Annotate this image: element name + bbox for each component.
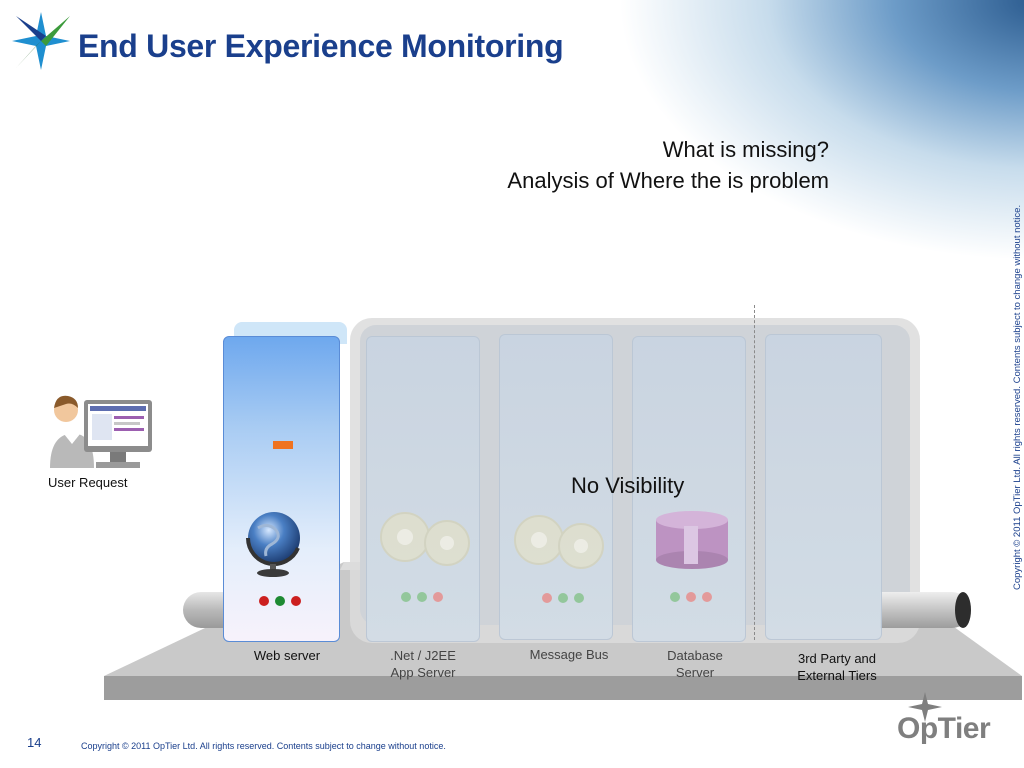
tier-third-party[interactable] — [765, 334, 882, 640]
pipe-right-cap — [955, 592, 971, 628]
globe-icon — [246, 512, 300, 577]
tier-label-line1: Web server — [253, 648, 321, 663]
tier-label-web-server: Web server — [240, 647, 334, 664]
boundary-dashed-line — [754, 305, 755, 640]
user-request-label: User Request — [48, 475, 128, 490]
optier-star-logo-icon — [12, 12, 70, 70]
page-number: 14 — [27, 735, 42, 750]
tier-database-server[interactable] — [632, 336, 746, 642]
tier-label-line2: Server — [675, 665, 715, 680]
status-dot-red — [291, 596, 301, 606]
status-dot-green — [401, 592, 411, 602]
gears-icon — [514, 515, 604, 569]
tier-label-line1: Database — [667, 648, 723, 663]
status-dot-green — [558, 593, 568, 603]
database-icon — [656, 511, 728, 569]
tier-label-line1: .Net / J2EE — [390, 648, 456, 663]
database-status-dots — [670, 592, 712, 602]
question-line-1: What is missing? — [662, 137, 829, 162]
status-dot-red — [686, 592, 696, 602]
tier-label-line1: Message Bus — [529, 647, 609, 662]
vertical-copyright: Copyright © 2011 OpTier Ltd. All rights … — [1012, 204, 1023, 590]
user-at-computer-icon — [50, 395, 152, 468]
app-server-status-dots — [401, 592, 443, 602]
status-dot-green — [574, 593, 584, 603]
web-server-status-dots — [259, 596, 301, 606]
tier-label-line2: App Server — [390, 665, 456, 680]
tier-label-message-bus: Message Bus — [519, 646, 619, 663]
gears-icon — [380, 512, 470, 566]
question-line-2: Analysis of Where the is problem — [507, 168, 829, 193]
tier-label-line2: External Tiers — [797, 668, 877, 683]
orange-marker — [273, 441, 293, 449]
status-dot-red — [702, 592, 712, 602]
status-dot-green — [275, 596, 285, 606]
tier-app-server[interactable] — [366, 336, 480, 642]
footer-copyright: Copyright © 2011 OpTier Ltd. All rights … — [81, 741, 446, 751]
tier-label-app-server: .Net / J2EE App Server — [374, 647, 472, 681]
optier-logo-text: OpTier — [897, 712, 991, 745]
question-text: What is missing? Analysis of Where the i… — [507, 134, 829, 196]
status-dot-red — [542, 593, 552, 603]
message-bus-status-dots — [542, 593, 584, 603]
tier-web-server[interactable] — [223, 336, 340, 642]
status-dot-green — [417, 592, 427, 602]
optier-star-small-icon — [908, 692, 942, 722]
status-dot-red — [433, 592, 443, 602]
tier-label-line1: 3rd Party and — [797, 651, 877, 666]
status-dot-green — [670, 592, 680, 602]
slide-title: End User Experience Monitoring — [78, 28, 564, 64]
tier-label-third-party: 3rd Party and External Tiers — [781, 650, 893, 684]
no-visibility-label: No Visibility — [571, 473, 685, 498]
tier-label-database-server: Database Server — [645, 647, 745, 681]
status-dot-red — [259, 596, 269, 606]
tier-message-bus[interactable] — [499, 334, 613, 640]
